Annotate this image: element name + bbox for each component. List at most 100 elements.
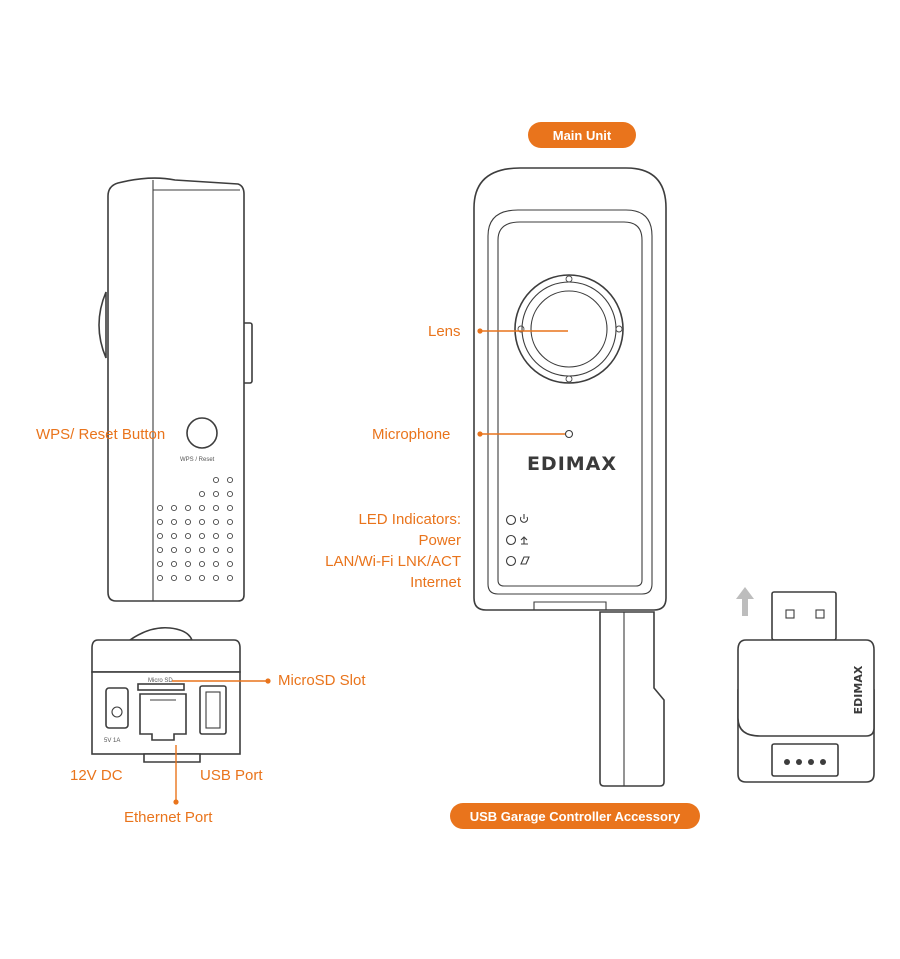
up-arrow-icon <box>736 587 754 616</box>
speaker-hole <box>198 504 206 512</box>
led-indicators-label: LED Indicators: <box>358 511 461 528</box>
speaker-hole <box>198 490 206 498</box>
microsd-slot[interactable] <box>137 683 185 691</box>
accessory-pill-text: USB Garage Controller Accessory <box>470 809 681 824</box>
connector-pin <box>784 759 790 765</box>
speaker-hole <box>212 490 220 498</box>
main-outer-shell <box>473 167 667 611</box>
speaker-hole <box>198 574 206 582</box>
speaker-hole <box>156 546 164 554</box>
main-unit-pill: Main Unit <box>528 122 636 148</box>
main-unit-pill-bg <box>528 122 636 148</box>
speaker-hole <box>212 574 220 582</box>
speaker-hole <box>198 560 206 568</box>
bottom-foot <box>143 753 201 763</box>
lens-screw-top <box>565 275 573 283</box>
usb-plug <box>771 591 837 641</box>
speaker-hole <box>170 518 178 526</box>
speaker-hole <box>184 518 192 526</box>
bottom-view-device: 5V 1A Micro SD <box>91 626 241 763</box>
speaker-hole <box>170 574 178 582</box>
speaker-hole <box>226 574 234 582</box>
speaker-hole <box>226 560 234 568</box>
usb-port[interactable] <box>199 685 227 735</box>
bottom-top-band <box>91 639 241 673</box>
microsd-leader-dot <box>265 678 271 684</box>
speaker-hole <box>184 560 192 568</box>
speaker-hole <box>226 490 234 498</box>
speaker-hole <box>156 574 164 582</box>
led-power-label: Power <box>418 532 461 549</box>
speaker-hole <box>156 532 164 540</box>
speaker-hole <box>198 518 206 526</box>
speaker-hole <box>212 560 220 568</box>
dc-print: 5V 1A <box>104 738 120 744</box>
lens-screw-right <box>615 325 623 333</box>
speaker-hole <box>184 504 192 512</box>
main-unit-pill-text: Main Unit <box>553 128 612 143</box>
main-face <box>497 221 643 587</box>
speaker-hole <box>212 518 220 526</box>
globe-icon <box>520 556 530 565</box>
dc-jack-pin <box>111 706 123 718</box>
accessory-brand: EDIMAX <box>852 665 865 714</box>
ethernet-leader-dot <box>173 799 179 805</box>
usb-plug-hole-right <box>815 609 825 619</box>
callout-leaders <box>172 328 568 805</box>
usb-port-label: USB Port <box>200 767 263 784</box>
speaker-hole <box>226 532 234 540</box>
microphone-hole <box>564 429 574 439</box>
led-internet-label: Internet <box>410 574 462 591</box>
speaker-hole <box>184 546 192 554</box>
speaker-hole <box>212 532 220 540</box>
speaker-hole <box>170 546 178 554</box>
speaker-hole <box>170 560 178 568</box>
ethernet-port[interactable] <box>139 693 187 741</box>
microphone-leader-dot <box>477 431 483 437</box>
connector-pin <box>820 759 826 765</box>
led-internet <box>505 555 517 567</box>
bottom-lens-bump <box>127 626 194 641</box>
connector-pin <box>796 759 802 765</box>
ethernet-port-label: Ethernet Port <box>124 809 213 826</box>
main-inner-panel <box>487 209 653 595</box>
main-stand <box>599 611 665 787</box>
speaker-hole <box>198 532 206 540</box>
dc-jack[interactable] <box>105 687 129 729</box>
accessory-top <box>737 639 875 737</box>
speaker-hole <box>184 532 192 540</box>
main-bottom-notch <box>533 601 607 610</box>
power-icon <box>519 514 529 523</box>
side-body <box>107 177 245 602</box>
speaker-hole <box>212 546 220 554</box>
lens-glass <box>530 290 608 368</box>
dc-12v-label: 12V DC <box>70 767 123 784</box>
speaker-hole <box>156 518 164 526</box>
brand-logo: EDIMAX <box>527 453 617 475</box>
lens-label: Lens <box>428 323 461 340</box>
speaker-hole <box>226 504 234 512</box>
accessory-connector[interactable] <box>771 743 839 777</box>
speaker-hole <box>170 532 178 540</box>
speaker-hole <box>170 504 178 512</box>
speaker-hole <box>156 504 164 512</box>
wps-print: WPS / Reset <box>180 457 215 463</box>
wps-reset-button[interactable] <box>186 417 218 449</box>
speaker-hole <box>226 476 234 484</box>
led-lan-label: LAN/Wi-Fi LNK/ACT <box>325 553 461 570</box>
speaker-hole <box>198 546 206 554</box>
speaker-hole <box>212 504 220 512</box>
speaker-hole <box>226 546 234 554</box>
speaker-hole <box>212 476 220 484</box>
side-lens-bump <box>98 291 107 359</box>
speaker-hole <box>184 574 192 582</box>
speaker-hole <box>156 560 164 568</box>
microphone-label: Microphone <box>372 426 450 443</box>
led-power <box>505 514 517 526</box>
led-lan <box>505 534 517 546</box>
accessory-pill: USB Garage Controller Accessory <box>450 803 700 829</box>
usb-accessory-device: EDIMAX <box>736 587 875 783</box>
usb-port-inner <box>205 691 221 729</box>
network-icon <box>520 536 528 545</box>
